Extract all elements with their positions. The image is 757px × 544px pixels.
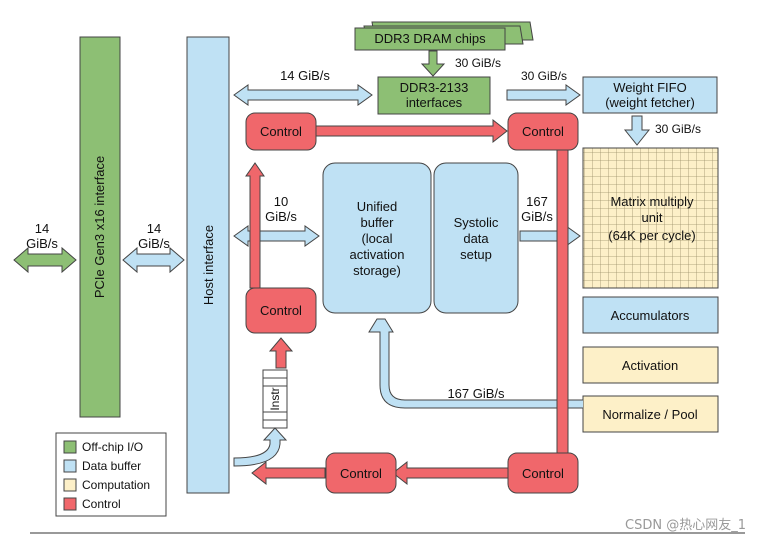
ddr3-interfaces-line2: interfaces (406, 95, 463, 110)
pcie-host-bw-unit: GiB/s (138, 236, 170, 251)
ddr-fifo-arrow (506, 84, 581, 106)
host-interface-label: Host interface (201, 225, 216, 305)
svg-text:Control: Control (260, 124, 302, 139)
normalize-pool-label: Normalize / Pool (602, 407, 697, 422)
control-box-top-right: Control (507, 112, 579, 151)
instr-control-arrow (268, 337, 294, 369)
instr-label: Instr (268, 387, 282, 410)
host-buffer-arrow (233, 225, 320, 247)
control-bottom-host-arrow (251, 460, 326, 486)
control-box-bottom-right: Control (507, 452, 579, 494)
pcie-host-bw-value: 14 (147, 221, 161, 236)
control-box-top-left: Control (245, 112, 317, 151)
host-buffer-bw-unit: GiB/s (265, 209, 297, 224)
ddr3-chips-label: DDR3 DRAM chips (374, 31, 486, 46)
pcie-interface-block: PCIe Gen3 x16 interface (79, 36, 121, 418)
host-interface-block: Host interface (186, 36, 230, 494)
matrix-line2: unit (642, 210, 663, 225)
legend: Off-chip I/O Data buffer Computation Con… (55, 432, 167, 517)
legend-item-control: Control (63, 497, 121, 511)
return-path-arrow (368, 318, 583, 409)
left-ext-bw-unit: GiB/s (26, 236, 58, 251)
legend-item-buffer: Data buffer (63, 459, 141, 473)
legend-item-compute: Computation (63, 478, 150, 492)
svg-text:Control: Control (522, 124, 564, 139)
weight-fifo-line2: (weight fetcher) (605, 95, 695, 110)
svg-text:Control: Control (340, 466, 382, 481)
matrix-multiply-unit: Matrix multiply unit (64K per cycle) (582, 147, 719, 289)
unified-line1: Unified (357, 199, 397, 214)
return-path-bandwidth: 167 GiB/s (447, 386, 505, 401)
systolic-matrix-bw-unit: GiB/s (521, 209, 553, 224)
svg-text:Data buffer: Data buffer (82, 459, 141, 473)
ddr-fifo-bandwidth: 30 GiB/s (521, 69, 567, 83)
unified-line2: buffer (360, 215, 394, 230)
accumulators-block: Accumulators (582, 296, 719, 334)
activation-block: Activation (582, 346, 719, 384)
fifo-matrix-bandwidth: 30 GiB/s (655, 122, 701, 136)
host-ddr-arrow (233, 84, 373, 106)
instr-queue-block: Instr (262, 369, 288, 429)
svg-text:Computation: Computation (82, 478, 150, 492)
unified-line3: (local (361, 231, 392, 246)
control-bottom-mid-arrow (392, 460, 509, 486)
pcie-host-arrow (122, 246, 185, 274)
host-ddr-bandwidth: 14 GiB/s (280, 68, 330, 83)
control-box-bottom-mid: Control (325, 452, 397, 494)
chips-to-interfaces-arrow (420, 50, 446, 77)
unified-line4: activation (350, 247, 405, 262)
systolic-setup-block: Systolic data setup (433, 162, 519, 314)
control-top-right-arrow (315, 118, 508, 144)
watermark: CSDN @热心网友_1 (625, 517, 746, 533)
host-instr-arrow (233, 427, 288, 467)
ddr3-chips-stack: DDR3 DRAM chips (354, 21, 534, 51)
control-box-mid-left: Control (245, 287, 317, 334)
systolic-matrix-arrow (519, 225, 581, 247)
pcie-label: PCIe Gen3 x16 interface (92, 156, 107, 298)
normalize-pool-block: Normalize / Pool (582, 395, 719, 433)
systolic-matrix-bw-value: 167 (526, 194, 548, 209)
svg-text:Control: Control (522, 466, 564, 481)
weight-fifo-block: Weight FIFO (weight fetcher) (582, 76, 718, 114)
ddr-chips-bandwidth: 30 GiB/s (455, 56, 501, 70)
svg-text:Control: Control (82, 497, 121, 511)
unified-line5: storage) (353, 263, 401, 278)
ddr3-interfaces-line1: DDR3-2133 (400, 80, 469, 95)
systolic-line2: data (463, 231, 489, 246)
svg-text:Control: Control (260, 303, 302, 318)
weight-fifo-line1: Weight FIFO (613, 80, 686, 95)
control-right-vertical-bar (556, 149, 569, 454)
legend-item-offchip: Off-chip I/O (63, 440, 143, 454)
fifo-matrix-arrow (623, 115, 651, 146)
matrix-line3: (64K per cycle) (608, 228, 695, 243)
systolic-line3: setup (460, 247, 492, 262)
matrix-line1: Matrix multiply (610, 194, 694, 209)
left-ext-bw-value: 14 (35, 221, 49, 236)
host-buffer-bw-value: 10 (274, 194, 288, 209)
control-vertical-up-arrow (245, 162, 265, 289)
external-io-arrow (13, 246, 77, 274)
accumulators-label: Accumulators (611, 308, 690, 323)
activation-label: Activation (622, 358, 678, 373)
ddr3-interfaces-block: DDR3-2133 interfaces (377, 76, 491, 115)
unified-buffer-block: Unified buffer (local activation storage… (322, 162, 432, 314)
systolic-line1: Systolic (454, 215, 499, 230)
svg-text:Off-chip I/O: Off-chip I/O (82, 440, 143, 454)
